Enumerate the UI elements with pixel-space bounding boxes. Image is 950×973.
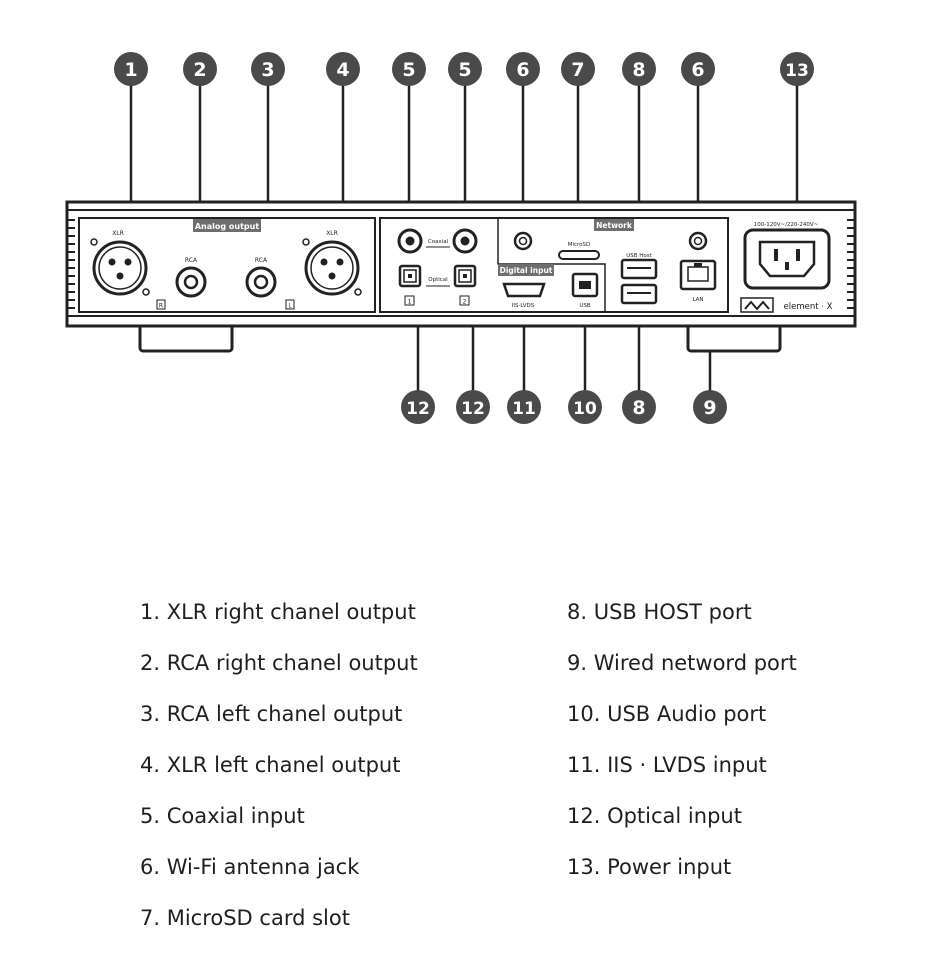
optical-1-connector — [398, 264, 422, 288]
legend-item: 13. Power input — [567, 855, 732, 879]
coaxial-2-connector — [452, 228, 478, 254]
usb-host-bottom-connector — [620, 283, 658, 305]
power-inlet — [743, 228, 831, 290]
xlr-left-label: XLR — [326, 230, 338, 237]
callout-number: 12 — [406, 399, 430, 419]
digital-input-tag: Digital input — [500, 266, 553, 275]
analog-output-tag: Analog output — [195, 222, 259, 231]
usb-host-label: USB Host — [626, 253, 652, 259]
right-channel-marker: R — [159, 303, 163, 310]
xlr-left-connector — [304, 240, 360, 296]
iis-lvds-connector — [502, 282, 546, 298]
digital-panel: Network Digital input Coaxial Optical 1 … — [379, 217, 729, 313]
legend-item: 12. Optical input — [567, 804, 742, 828]
xlr-right-label: XLR — [112, 230, 124, 237]
callout-number: 7 — [571, 59, 584, 81]
xlr-right-connector — [92, 240, 148, 296]
callout-number: 4 — [336, 59, 349, 81]
callout-badge: 12 — [456, 390, 490, 424]
wifi-antenna-jack-2 — [688, 231, 708, 251]
callout-badge: 11 — [507, 390, 541, 424]
left-channel-marker: L — [288, 303, 292, 310]
legend-item: 1. XLR right chanel output — [140, 600, 416, 624]
legend-item: 10. USB Audio port — [567, 702, 767, 726]
callout-number: 1 — [124, 59, 137, 81]
optical-1-marker: 1 — [408, 299, 412, 306]
legend-item: 3. RCA left chanel output — [140, 702, 403, 726]
lan-label: LAN — [692, 297, 703, 303]
rca-right-label: RCA — [185, 257, 198, 264]
callout-number: 2 — [193, 59, 206, 81]
power-section: 100-120V~/220-240V~ element · X — [740, 222, 833, 313]
legend-item: 4. XLR left chanel output — [140, 753, 401, 777]
optical-label: Optical — [428, 277, 448, 283]
network-tag: Network — [596, 221, 633, 230]
callout-number: 9 — [703, 397, 716, 419]
callout-badge: 9 — [693, 390, 727, 424]
callout-badge: 1 — [114, 52, 148, 86]
callout-number: 10 — [573, 399, 597, 419]
microsd-label: MicroSD — [568, 242, 591, 248]
legend-item: 5. Coaxial input — [140, 804, 305, 828]
lan-connector — [679, 259, 717, 291]
legend-item: 7. MicroSD card slot — [140, 906, 350, 930]
legend-left-column: 1. XLR right chanel output 2. RCA right … — [140, 592, 418, 949]
top-callouts: 1 2 3 4 5 5 6 7 8 6 13 — [114, 52, 814, 86]
callout-badge: 10 — [568, 390, 602, 424]
callout-number: 11 — [512, 399, 536, 419]
optical-2-marker: 2 — [463, 299, 467, 306]
optical-2-connector — [453, 264, 477, 288]
coaxial-label: Coaxial — [428, 239, 449, 245]
callout-number: 8 — [632, 397, 645, 419]
callout-number: 6 — [691, 59, 704, 81]
rear-panel-diagram: Analog output XLR R RCA RCA XLR — [65, 52, 857, 424]
legend-item: 9. Wired netword port — [567, 651, 797, 675]
callout-badge: 6 — [681, 52, 715, 86]
usb-host-top-connector — [620, 258, 658, 280]
coaxial-1-connector — [397, 228, 423, 254]
callout-number: 6 — [516, 59, 529, 81]
legend-right-column: 8. USB HOST port 9. Wired netword port 1… — [567, 592, 797, 898]
voltage-label: 100-120V~/220-240V~ — [754, 222, 819, 228]
callout-badge: 5 — [392, 52, 426, 86]
callout-number: 5 — [402, 59, 415, 81]
legend-item: 6. Wi-Fi antenna jack — [140, 855, 360, 879]
rca-left-label: RCA — [255, 257, 268, 264]
microsd-slot — [558, 250, 600, 260]
callout-badge: 7 — [561, 52, 595, 86]
callout-number: 12 — [461, 399, 485, 419]
callout-badge: 8 — [622, 52, 656, 86]
analog-output-panel: Analog output XLR R RCA RCA XLR — [78, 217, 376, 313]
callout-badge: 4 — [326, 52, 360, 86]
brand-name: element · X — [784, 302, 833, 312]
bottom-callouts: 12 12 11 10 8 9 — [401, 390, 727, 424]
usb-label: USB — [579, 303, 591, 309]
callout-badge: 5 — [448, 52, 482, 86]
callout-badge: 6 — [506, 52, 540, 86]
iis-lvds-label: IIS·LVDS — [512, 303, 535, 309]
callout-number: 13 — [785, 61, 809, 81]
callout-number: 5 — [458, 59, 471, 81]
wifi-antenna-jack-1 — [513, 231, 533, 251]
callout-badge: 3 — [251, 52, 285, 86]
rca-left-connector — [245, 266, 277, 298]
callout-badge: 12 — [401, 390, 435, 424]
right-vent — [847, 219, 855, 309]
callout-number: 8 — [632, 59, 645, 81]
left-vent — [67, 219, 75, 309]
legend-item: 2. RCA right chanel output — [140, 651, 418, 675]
brand-logo — [740, 297, 774, 313]
legend-item: 8. USB HOST port — [567, 600, 752, 624]
callout-badge: 2 — [183, 52, 217, 86]
usb-audio-connector — [571, 272, 599, 298]
callout-badge: 8 — [622, 390, 656, 424]
callout-number: 3 — [261, 59, 274, 81]
legend-item: 11. IIS · LVDS input — [567, 753, 767, 777]
rca-right-connector — [175, 266, 207, 298]
callout-badge: 13 — [780, 52, 814, 86]
